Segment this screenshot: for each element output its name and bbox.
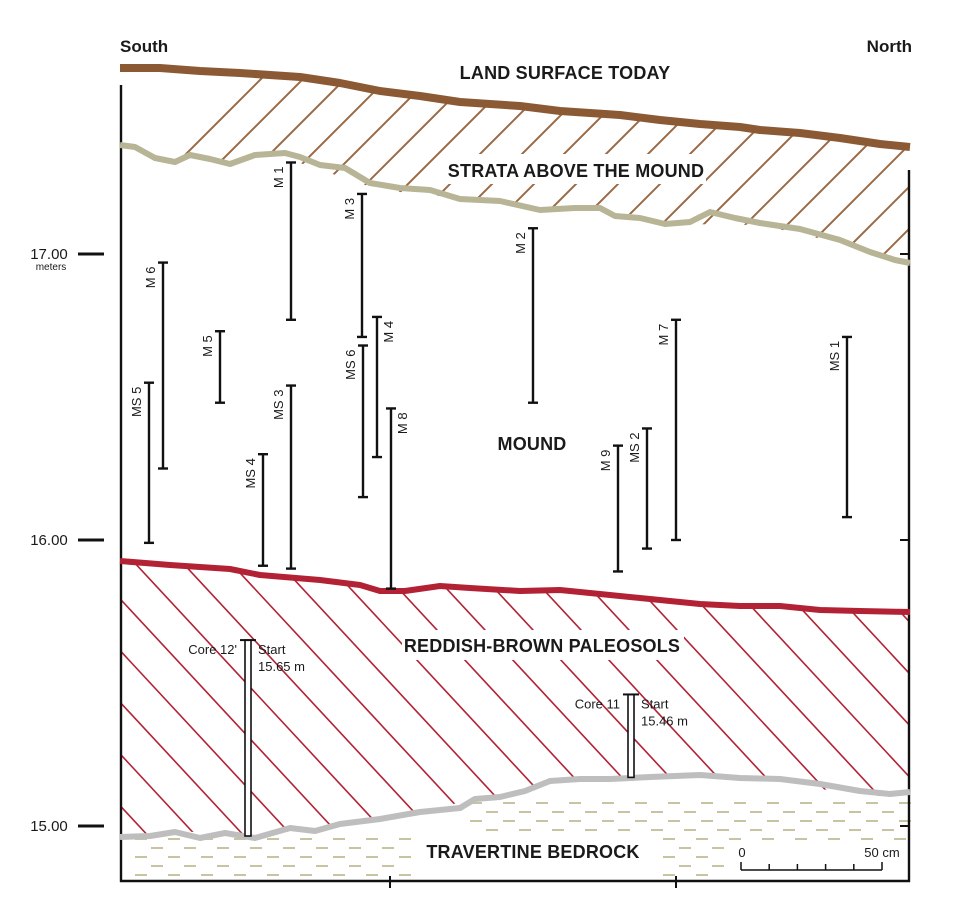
elevation-unit-label: meters [36,262,67,273]
sample-bar: M 6 [143,261,168,470]
core-column [627,693,635,779]
layer-label-land-surface: LAND SURFACE TODAY [460,63,671,83]
sample-label: M 9 [598,450,613,472]
sample-label: M 4 [381,321,396,343]
elevation-tick-label: 16.00 [30,532,68,549]
sample-label: M 8 [395,412,410,434]
core-start-depth: 15.46 m [641,713,688,728]
sample-bar: MS 5 [129,381,154,545]
sample-bar: MS 4 [243,453,268,567]
layer-label-strata: STRATA ABOVE THE MOUND [448,161,704,181]
bedrock-top-line [119,772,911,841]
sample-label: MS 3 [271,390,286,420]
strata-base-line [119,142,911,266]
section-frame [119,85,911,883]
sample-bar: M 2 [513,227,538,404]
core-marker: Core 11 Start 15.46 m [575,693,688,779]
elevation-tick-label: 15.00 [30,818,68,835]
samples-group: M 1 M 3 M 2 M 6 M 5 M 4 MS 6 M 7 MS 1 MS 5 MS 3 M 8… [129,161,852,590]
sample-label: M 3 [342,198,357,220]
bedrock-label-bg [422,838,646,866]
sample-bar: M 7 [656,318,681,542]
sample-bar: MS 1 [827,335,852,519]
cores-group: Core 12' Start 15.65 m Core 11 Start 15.46 m [188,639,688,837]
sample-bar: M 9 [598,444,623,573]
core-label: Core 12' [188,642,237,657]
sample-bar: M 5 [200,330,225,404]
core-start-depth: 15.65 m [258,659,305,674]
core-start-label: Start [641,696,669,711]
sample-label: MS 5 [129,387,144,417]
layer-label-mound: MOUND [498,434,567,454]
strata-label-bg [444,154,706,184]
sample-label: MS 4 [243,458,258,488]
core-label: Core 11 [575,696,620,711]
sample-label: M 1 [271,166,286,188]
sample-bar: M 1 [271,161,296,321]
elevation-tick-label: 17.00 [30,246,68,263]
south-label: South [120,37,168,56]
sample-bar: M 3 [342,192,367,339]
sample-bar: MS 2 [627,427,652,550]
scale-end-label: 50 cm [864,845,899,860]
mound-base-line [119,558,911,615]
north-label: North [867,37,912,56]
scale-start-label: 0 [738,845,745,860]
paleosol-label-bg [402,630,684,660]
sample-bar: MS 6 [343,344,368,499]
core-marker: Core 12' Start 15.65 m [188,639,305,837]
sample-label: MS 2 [627,432,642,462]
core-start-label: Start [258,642,286,657]
layer-label-paleosols: REDDISH-BROWN PALEOSOLS [404,636,680,656]
sample-label: M 2 [513,232,528,254]
core-column [244,639,252,837]
land-surface-line [120,64,911,151]
scale-bar: 0 50 cm [738,845,900,871]
sample-bar: M 8 [386,407,410,590]
sample-label: MS 6 [343,350,358,380]
sample-label: M 5 [200,335,215,357]
sample-label: MS 1 [827,341,842,371]
sample-bar: MS 3 [271,384,296,570]
elevation-axis [78,252,104,828]
sample-bar: M 4 [372,315,396,459]
sample-label: M 6 [143,267,158,289]
layer-label-bedrock: TRAVERTINE BEDROCK [426,842,639,862]
sample-label: M 7 [656,324,671,346]
frame-ticks [389,253,909,888]
